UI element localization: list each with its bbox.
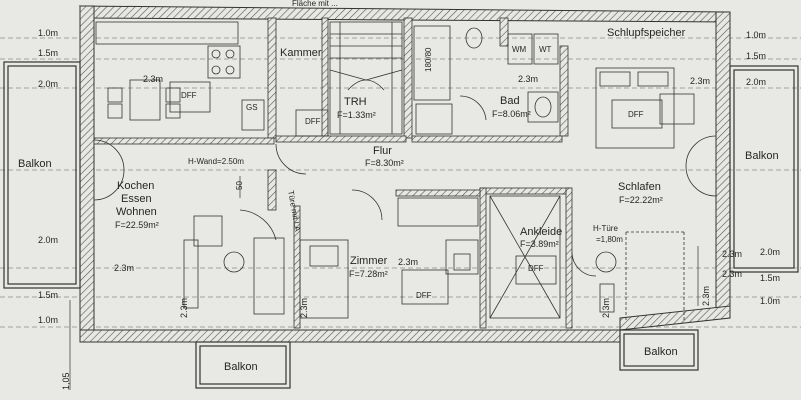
room-ankleide: Ankleide: [520, 226, 563, 238]
dim-label-1-5-bottom-right: 1.5m: [760, 273, 781, 283]
room-bad: Bad: [500, 95, 520, 107]
room-kochen-line3: Wohnen: [116, 206, 157, 218]
room-kochen-line1: Kochen: [117, 180, 155, 192]
dim-label-2-3-bad: 2.3m: [518, 74, 539, 84]
outer-walls: [78, 5, 731, 343]
roof-windows: [169, 81, 663, 305]
dim-50-label: 50: [235, 181, 244, 190]
dim-label-1-5-bottom-left: 1.5m: [38, 290, 59, 300]
dff-label-zimmer: DFF: [416, 291, 432, 300]
gs-label: GS: [246, 103, 258, 112]
dim-label-2-0-bottom-right: 2.0m: [760, 247, 781, 257]
wm-label: WM: [512, 45, 527, 54]
room-zimmer: Zimmer: [350, 255, 388, 267]
dim-label-2-0-bottom-left: 2.0m: [38, 235, 59, 245]
dim-label-1-5-top-left: 1.5m: [38, 48, 59, 58]
dim-label-1-0-bottom-right: 1.0m: [760, 296, 781, 306]
inner-walls: [93, 17, 573, 329]
dim-label-2-3-vert-schlafen-a: 2.3m: [601, 297, 611, 318]
room-kammer: Kammer: [280, 47, 322, 59]
dim-label-2-3-vert-wohnen: 2.3m: [179, 297, 189, 318]
dff-label-kammer: DFF: [305, 117, 321, 126]
header-text: Fläche mit ...: [292, 0, 338, 8]
shower-size: 180/80: [424, 47, 433, 72]
room-flur: Flur: [373, 145, 392, 157]
dim-label-1-0-top-left: 1.0m: [38, 28, 59, 38]
dim-label-1-5-top-right: 1.5m: [746, 51, 767, 61]
dim-label-2-3-right-a: 2.3m: [722, 249, 743, 259]
door-height-lines: [625, 231, 685, 322]
wt-label: WT: [539, 45, 552, 54]
dim-label-2-0-top-right: 2.0m: [746, 77, 767, 87]
dim-label-2-3-schlafen: 2.3m: [690, 76, 711, 86]
room-trh-area: F=1.33m²: [337, 110, 376, 120]
room-schlafen: Schlafen: [618, 181, 661, 193]
kitchen-fittings: [95, 21, 265, 131]
dim-label-2-3-wohnen: 2.3m: [114, 263, 135, 273]
room-schlupfspeicher: Schlupfspeicher: [607, 27, 686, 39]
dff-label-ankleide: DFF: [528, 264, 544, 273]
dim-label-2-3-vert-zimmer: 2.3m: [299, 297, 309, 318]
dim-label-1-05: 1,05: [61, 372, 71, 390]
room-kochen-area: F=22.59m²: [115, 220, 159, 230]
dim-label-1-0-top-right: 1.0m: [746, 30, 767, 40]
room-schlafen-area: F=22.22m²: [619, 195, 663, 205]
dim-label-2-3-vert-schlafen-b: 2.3m: [701, 285, 711, 306]
room-bad-area: F=8.06m²: [492, 109, 531, 119]
balcony-left: Balkon: [18, 158, 52, 170]
dim-label-2-0-top-left: 2.0m: [38, 79, 59, 89]
room-flur-area: F=8.30m²: [365, 158, 404, 168]
bed: [595, 67, 695, 149]
lower-furniture: [183, 195, 617, 319]
balcony-right: Balkon: [745, 150, 779, 162]
balcony-bottom-right: Balkon: [644, 346, 678, 358]
dim-label-2-3-zimmer: 2.3m: [398, 257, 419, 267]
h-tuere-note: H-Türe: [593, 224, 618, 233]
dimension-lines: [0, 37, 801, 328]
h-tuere-value: =1,80m: [596, 235, 623, 244]
door-swings: [93, 95, 717, 277]
dim-label-1-0-bottom-left: 1.0m: [38, 315, 59, 325]
room-kochen-line2: Essen: [121, 193, 152, 205]
room-ankleide-area: F=3.89m²: [520, 239, 559, 249]
h-wand-note: H-Wand=2.50m: [188, 157, 244, 166]
dim-ticks: [69, 176, 699, 390]
balconies: [3, 61, 799, 389]
bathroom-fittings: [413, 25, 559, 135]
room-zimmer-area: F=7.28m²: [349, 269, 388, 279]
dff-label-schlafen: DFF: [628, 110, 644, 119]
room-trh: TRH: [344, 96, 367, 108]
balcony-bottom-left: Balkon: [224, 361, 258, 373]
dim-label-2-3-kitchen: 2.3m: [143, 74, 164, 84]
dff-label-kitchen: DFF: [181, 91, 197, 100]
dim-label-2-3-right-b: 2.3m: [722, 269, 743, 279]
staircase: [329, 21, 403, 135]
